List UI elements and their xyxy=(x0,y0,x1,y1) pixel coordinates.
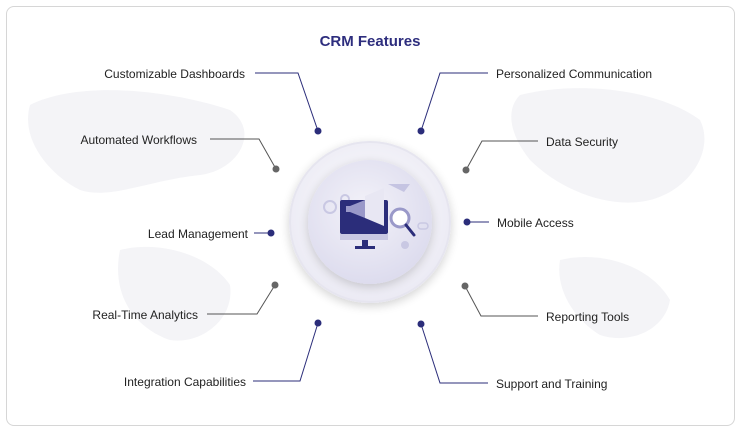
feature-lead-management: Lead Management xyxy=(147,227,248,241)
feature-data-security: Data Security xyxy=(546,135,619,149)
dot-personalized-communication xyxy=(417,127,425,135)
feature-support-and-training: Support and Training xyxy=(496,377,608,391)
dot-real-time-analytics xyxy=(271,281,279,289)
dot-integration-capabilities xyxy=(314,319,322,327)
page-title: CRM Features xyxy=(319,33,421,50)
connector-personalized-communication xyxy=(420,72,488,132)
connector-data-security xyxy=(465,140,538,171)
feature-automated-workflows: Automated Workflows xyxy=(80,133,198,147)
connector-automated-workflows xyxy=(210,138,277,170)
feature-real-time-analytics: Real-Time Analytics xyxy=(92,308,198,322)
feature-mobile-access: Mobile Access xyxy=(497,216,574,230)
dot-lead-management xyxy=(267,229,275,237)
feature-reporting-tools: Reporting Tools xyxy=(546,310,630,324)
dot-automated-workflows xyxy=(272,165,280,173)
dot-mobile-access xyxy=(463,218,471,226)
connector-customizable-dashboards xyxy=(255,72,319,132)
dot-customizable-dashboards xyxy=(314,127,322,135)
feature-personalized-communication: Personalized Communication xyxy=(496,67,653,81)
dot-data-security xyxy=(462,166,470,174)
dot-support-and-training xyxy=(417,320,425,328)
connector-support-and-training xyxy=(420,323,488,384)
marketing-monitor-icon xyxy=(323,184,429,249)
connector-dots xyxy=(267,127,471,328)
connector-reporting-tools xyxy=(464,285,538,317)
connector-integration-capabilities xyxy=(253,322,319,382)
feature-integration-capabilities: Integration Capabilities xyxy=(123,375,246,389)
connector-real-time-analytics xyxy=(207,284,276,315)
dot-reporting-tools xyxy=(461,282,469,290)
background-map xyxy=(28,88,705,341)
feature-customizable-dashboards: Customizable Dashboards xyxy=(104,67,245,81)
